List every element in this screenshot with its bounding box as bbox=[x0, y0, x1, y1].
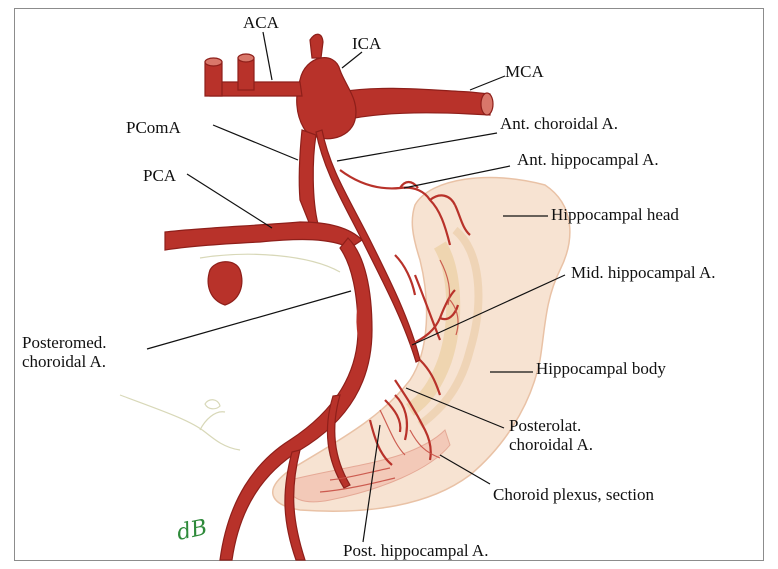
mca-artery bbox=[340, 88, 490, 120]
midbrain-outline bbox=[205, 400, 220, 409]
leader-ica bbox=[342, 52, 362, 68]
leader-posteromed bbox=[147, 291, 351, 349]
pcoma-artery bbox=[299, 130, 318, 225]
label-ica: ICA bbox=[352, 34, 381, 53]
ica-stub bbox=[310, 34, 323, 58]
label-post-hippocampal: Post. hippocampal A. bbox=[343, 541, 488, 560]
label-choroid-plexus: Choroid plexus, section bbox=[493, 485, 654, 504]
ica-artery bbox=[297, 58, 356, 139]
leader-pcoma bbox=[213, 125, 298, 160]
leader-ant-choroidal bbox=[337, 133, 497, 161]
label-ant-choroidal: Ant. choroidal A. bbox=[500, 114, 618, 133]
label-posterolat-choroidal: Posterolat. choroidal A. bbox=[509, 416, 593, 454]
label-aca: ACA bbox=[243, 13, 279, 32]
label-mid-hippocampal: Mid. hippocampal A. bbox=[571, 263, 715, 282]
mca-end bbox=[481, 93, 493, 115]
label-mca: MCA bbox=[505, 62, 544, 81]
aca-artery bbox=[210, 82, 302, 96]
aca-stub-2 bbox=[238, 58, 254, 90]
leader-pca bbox=[187, 174, 272, 228]
leader-aca bbox=[263, 32, 272, 80]
pca-artery bbox=[165, 222, 362, 250]
basilar-artery bbox=[208, 262, 242, 305]
label-hippocampal-head: Hippocampal head bbox=[551, 205, 679, 224]
label-pcoma: PComA bbox=[126, 118, 181, 137]
label-posteromed-choroidal: Posteromed. choroidal A. bbox=[22, 333, 107, 371]
label-ant-hippocampal: Ant. hippocampal A. bbox=[517, 150, 659, 169]
aca-stub-1 bbox=[205, 62, 222, 96]
label-hippocampal-body: Hippocampal body bbox=[536, 359, 666, 378]
leader-mca bbox=[470, 76, 505, 90]
label-pca: PCA bbox=[143, 166, 176, 185]
